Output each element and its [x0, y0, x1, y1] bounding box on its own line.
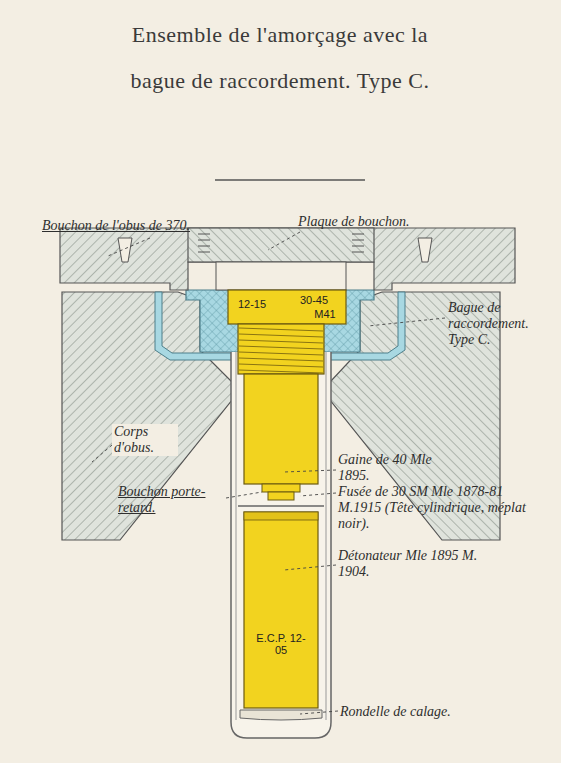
- detonator: [244, 512, 318, 708]
- plug-hole: [418, 238, 432, 262]
- part-label: Corps d'obus.: [112, 424, 178, 456]
- shim-washer: [240, 710, 322, 720]
- title-rule: [215, 179, 365, 181]
- plug-hole: [118, 238, 132, 262]
- plug-plate: [188, 228, 374, 262]
- title: Ensemble de l'amorçage avec la bague de …: [130, 12, 430, 104]
- marking: E.C.P. 12-05: [256, 632, 306, 656]
- plug-recess: [216, 262, 346, 290]
- shell-plug: [60, 228, 515, 290]
- fuze-body: [244, 374, 318, 484]
- part-label: Bouchon de l'obus de 370.: [42, 218, 242, 234]
- gaine-tube: [231, 352, 331, 738]
- part-label: Rondelle de calage.: [340, 704, 480, 720]
- fuze-thread: [238, 324, 324, 374]
- part-label: Plaque de bouchon.: [298, 214, 458, 230]
- delay-plug: [268, 492, 294, 500]
- delay-plug: [262, 484, 300, 492]
- part-label: Bouchon porte-retard.: [118, 484, 226, 516]
- fuze-head: [228, 290, 346, 324]
- part-label: Bague de raccordement. Type C.: [448, 300, 556, 348]
- marking: 30-45: [290, 294, 338, 306]
- part-label: Fusée de 30 SM Mle 1878-81 M.1915 (Tête …: [338, 484, 548, 532]
- part-label: Gaine de 40 Mle 1895.: [338, 452, 458, 484]
- marking: 12-15: [232, 298, 272, 310]
- part-label: Détonateur Mle 1895 M. 1904.: [338, 548, 488, 580]
- marking: M41: [308, 308, 342, 320]
